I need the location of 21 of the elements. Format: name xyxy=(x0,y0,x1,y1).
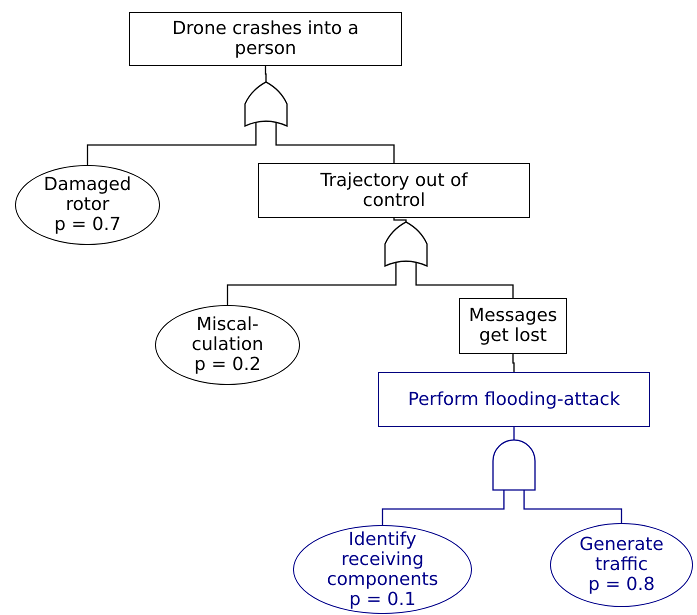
connector-line xyxy=(393,218,407,222)
event-box xyxy=(378,372,650,427)
or-gate-symbol xyxy=(385,222,427,266)
event-label: Perform flooding-attack xyxy=(407,390,621,410)
probability-label: p = 0.2 xyxy=(193,355,262,375)
event-label: Trajectory out of control xyxy=(319,170,469,210)
event-box xyxy=(459,298,567,354)
event-box xyxy=(129,12,402,66)
event-label: Drone crashes into a person xyxy=(171,19,360,59)
connector-line xyxy=(523,490,622,523)
or-gate-symbol xyxy=(245,82,287,126)
probability-label: p = 0.7 xyxy=(53,215,122,235)
event-label: Messages get lost xyxy=(468,306,558,346)
connector-line xyxy=(512,354,515,372)
connector-line xyxy=(382,490,505,525)
and-gate-symbol xyxy=(493,440,535,490)
connector-line xyxy=(513,427,515,440)
event-box xyxy=(258,163,530,218)
probability-label: p = 0.1 xyxy=(349,590,416,610)
connector-line xyxy=(264,66,267,82)
probability-label: p = 0.8 xyxy=(587,575,656,595)
